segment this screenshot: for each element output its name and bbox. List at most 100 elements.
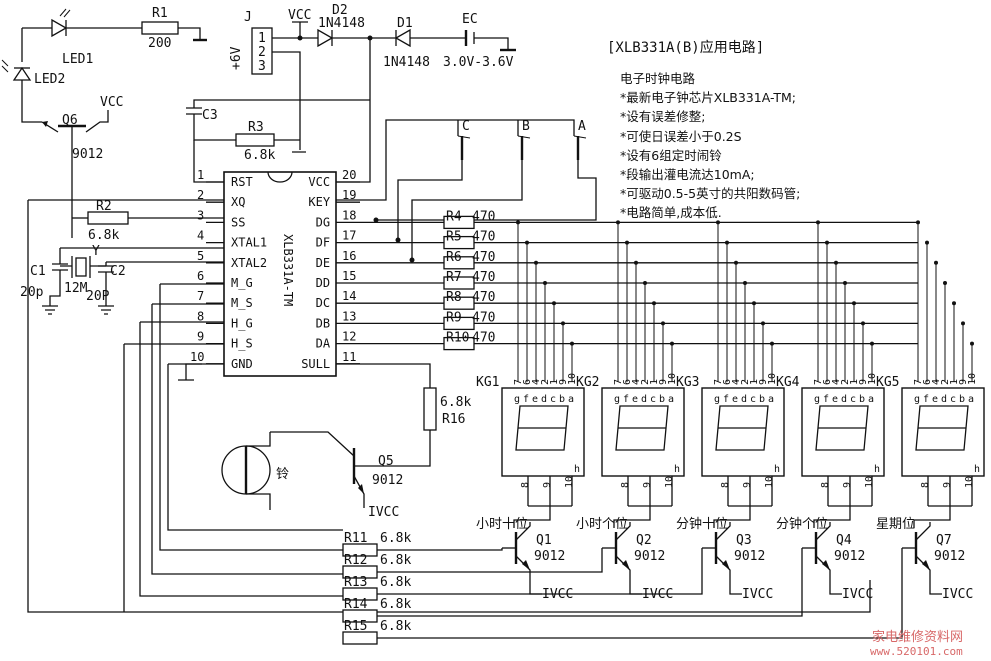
note-item: *可使日误差小于0.2S xyxy=(620,128,742,144)
chip-pin-name: M_S xyxy=(231,296,253,310)
common-pin-number: 10 xyxy=(664,476,675,488)
c2-value: 20P xyxy=(86,289,110,304)
led2-label: LED2 xyxy=(34,72,65,87)
digit-position-label: 小时十位 xyxy=(476,517,528,532)
chip-pin-name: XTAL2 xyxy=(231,256,267,270)
segment-letter: f xyxy=(723,394,729,405)
ec-ref: EC xyxy=(462,12,478,27)
driver-supply: IVCC xyxy=(942,587,973,602)
driver-part: 9012 xyxy=(634,549,665,564)
r1-resistor xyxy=(141,21,179,35)
d2-symbol xyxy=(317,28,334,48)
common-pin-number: 9 xyxy=(842,482,853,488)
segment-pin-number: 4 xyxy=(731,379,742,385)
notes-heading: 电子时钟电路 xyxy=(620,71,696,86)
q5-supply: IVCC xyxy=(368,505,399,520)
chip-pin-number: 3 xyxy=(197,208,204,222)
segment-pin-number: 1 xyxy=(749,379,760,385)
segment-pin-number: 4 xyxy=(531,379,542,385)
common-pin-number: 8 xyxy=(520,482,531,488)
segment-letter: f xyxy=(923,394,929,405)
chip-pin-number: 5 xyxy=(197,249,204,263)
segment-pin-number: 10 xyxy=(667,373,678,385)
segment-resistor-ref: R6 xyxy=(446,250,462,265)
segment-resistor-ref: R4 xyxy=(446,209,462,224)
segment-letter: b xyxy=(659,394,665,405)
note-item: *可驱动0.5-5英寸的共阳数码管; xyxy=(620,186,801,202)
segment-pin-number: 4 xyxy=(831,379,842,385)
segment-letter: g xyxy=(814,394,820,405)
segment-letter: f xyxy=(823,394,829,405)
segment-letter: f xyxy=(623,394,629,405)
led1-symbol xyxy=(51,18,68,38)
osc-section: R2 6.8k C1 20p Y 12M C2 20P xyxy=(20,199,871,613)
segment-pin-number: 6 xyxy=(722,379,733,385)
segment-letter: g xyxy=(914,394,920,405)
segment-pin-number: 7 xyxy=(913,379,924,385)
display-ref: KG3 xyxy=(676,375,699,390)
segment-pin-number: 9 xyxy=(558,379,569,385)
common-pin-number: 9 xyxy=(642,482,653,488)
power-section: J 1 2 3 +6V VCC D2 1N4148 D1 1N4148 EC 3… xyxy=(229,3,516,140)
digit-position-label: 分钟个位 xyxy=(776,516,828,532)
chip-pin-name: DA xyxy=(316,337,331,351)
c1-ref: C1 xyxy=(30,264,46,279)
segment-pin-number: 10 xyxy=(767,373,778,385)
chip-pin-number: 18 xyxy=(342,208,356,222)
driver-supply: IVCC xyxy=(742,587,773,602)
chip-pin-name: DG xyxy=(316,215,330,229)
segment-letter: d xyxy=(741,394,747,405)
segment-pin-number: 9 xyxy=(858,379,869,385)
c1-value: 20p xyxy=(20,285,44,300)
chip-pin-name: RST xyxy=(231,175,253,189)
led-section: LED1 R1 200 LED2 Q6 9012 VCC xyxy=(1,6,207,238)
y-ref: Y xyxy=(92,244,100,259)
chip-pin-number: 9 xyxy=(197,330,204,344)
driver-supply: IVCC xyxy=(642,587,673,602)
segment-pin-number: 4 xyxy=(631,379,642,385)
chip-pin-number: 13 xyxy=(342,309,356,323)
segment-letter: b xyxy=(959,394,965,405)
dp-letter: h xyxy=(974,464,980,475)
chip-pin-number: 7 xyxy=(197,289,204,303)
segment-pin-number: 9 xyxy=(958,379,969,385)
driver-part: 9012 xyxy=(734,549,765,564)
segment-pin-number: 2 xyxy=(940,379,951,385)
display-ref: KG5 xyxy=(876,375,899,390)
segment-letter: e xyxy=(932,394,938,405)
q6-transistor xyxy=(41,110,109,238)
common-pin-number: 8 xyxy=(920,482,931,488)
segment-letter: a xyxy=(968,394,974,405)
feature-notes: 电子时钟电路 *最新电子钟芯片XLB331A-TM; *设有误差修整; *可使日… xyxy=(620,69,930,223)
segment-resistor-value: 470 xyxy=(472,230,495,245)
segment-letter: e xyxy=(832,394,838,405)
key-section: C B A xyxy=(336,100,597,263)
base-resistor-value: 6.8k xyxy=(380,575,411,590)
chip-pin-number: 15 xyxy=(342,269,356,283)
segment-resistor-value: 470 xyxy=(472,310,495,325)
led2-symbol xyxy=(12,66,32,81)
d1-symbol xyxy=(394,28,411,48)
segment-letter: e xyxy=(732,394,738,405)
chip-pin-number: 19 xyxy=(342,188,356,202)
segment-resistor-value: 470 xyxy=(472,290,495,305)
base-resistor-value: 6.8k xyxy=(380,553,411,568)
chip-pin-number: 12 xyxy=(342,330,356,344)
note-item: *电路简单,成本低. xyxy=(620,205,722,221)
j-ref: J xyxy=(244,10,252,25)
watermark-url: www.520101.com xyxy=(870,645,963,658)
r2-ref: R2 xyxy=(96,199,112,214)
common-pin-number: 10 xyxy=(964,476,975,488)
y-crystal xyxy=(75,257,87,277)
base-resistor-ref: R12 xyxy=(344,553,367,568)
watermark-title: 家电维修资料网 xyxy=(872,630,964,645)
segment-pin-number: 6 xyxy=(822,379,833,385)
chip-pin-number: 10 xyxy=(190,350,204,364)
chip-pin-name: DE xyxy=(316,256,330,270)
segment-letter: a xyxy=(568,394,574,405)
note-item: *最新电子钟芯片XLB331A-TM; xyxy=(620,90,796,106)
